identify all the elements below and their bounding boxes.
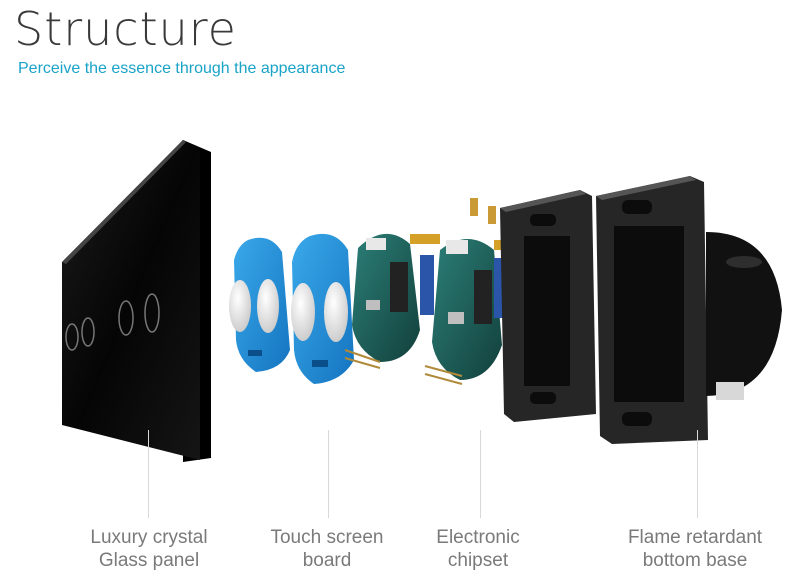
label-bottom-base-line2: bottom base [642,550,748,571]
panel-touch-key-4 [144,293,160,333]
callout-line-touch [328,430,329,518]
label-glass-panel: Luxury crystal Glass panel [64,526,234,572]
label-touch-board: Touch screen board [242,526,412,572]
label-touch-board-line2: board [302,550,352,571]
mounting-frame-2 [596,176,708,444]
panel-touch-key-3 [118,300,134,336]
page-subtitle: Perceive the essence through the appeara… [18,60,346,77]
label-chipset-line1: Electronic [436,527,520,548]
glass-panel [62,140,211,462]
callout-line-base [697,430,698,518]
label-glass-panel-line1: Luxury crystal [90,527,208,548]
back-box [706,232,782,400]
callout-line-chipset [480,430,481,518]
label-chipset: Electronic chipset [393,526,563,572]
callout-line-glass [148,430,149,518]
label-chipset-line2: chipset [447,550,509,571]
label-touch-board-line1: Touch screen [270,527,384,548]
panel-touch-key-2 [81,317,95,347]
panel-touch-key-1 [65,323,79,351]
label-glass-panel-line2: Glass panel [98,550,200,571]
touch-board-2 [291,233,354,384]
mounting-frame-1 [500,190,596,422]
page-title: Structure [14,2,237,56]
label-bottom-base: Flame retardant bottom base [610,526,780,572]
touch-board-1 [229,237,290,372]
chipset-board-1 [344,233,440,369]
label-bottom-base-line1: Flame retardant [627,527,763,548]
